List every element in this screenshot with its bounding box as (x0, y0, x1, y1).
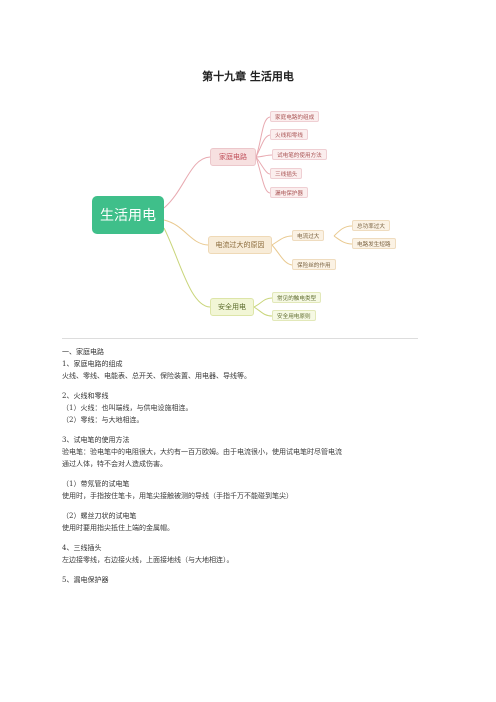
mind-map: 生活用电 家庭电路 家庭电路的组成 火线和零线 试电笔的使用方法 三线插头 漏电… (0, 0, 496, 340)
subsection-heading: 3、试电笔的使用方法 (62, 436, 130, 444)
subsection-heading: 5、漏电保护器 (62, 576, 109, 584)
leaf-safety-rules: 安全用电原则 (272, 310, 316, 321)
divider (62, 338, 418, 339)
mind-map-connectors (163, 116, 353, 317)
paragraph: （2）零线：与大地相连。 (62, 416, 144, 424)
leaf-short-circuit: 电路发生短路 (352, 238, 396, 249)
paragraph: 火线、零线、电能表、总开关、保险装置、用电器、导线等。 (62, 372, 251, 380)
section-heading: 一、家庭电路 (62, 348, 104, 356)
leaf-leakage-protector: 漏电保护器 (270, 187, 308, 198)
leaf-three-pin-plug: 三线插头 (270, 168, 303, 179)
subsection-heading: （1）带氖管的试电笔 (62, 480, 130, 488)
page-title: 第十九章 生活用电 (202, 70, 294, 83)
branch-home-circuit: 家庭电路 (210, 148, 256, 166)
subsection-heading: 4、三线插头 (62, 544, 102, 552)
leaf-fuse-role: 保险丝的作用 (292, 259, 336, 270)
leaf-live-neutral: 火线和零线 (270, 129, 308, 140)
subsection-heading: 1、家庭电路的组成 (62, 360, 123, 368)
leaf-test-pen: 试电笔的使用方法 (272, 149, 327, 160)
branch-overcurrent: 电流过大的原因 (208, 236, 272, 254)
paragraph: 通过人体，特不会对人造成伤害。 (62, 460, 167, 468)
paragraph: 使用时，手指按住笔卡，用笔尖接触被测的导线（手指千万不能碰到笔尖） (62, 492, 293, 500)
branch-safe-electricity: 安全用电 (210, 298, 254, 316)
paragraph: 验电笔：验电笔中的电阻很大，大约有一百万欧姆。由于电流很小，使用试电笔时尽管电流 (62, 448, 342, 456)
paragraph: 左边接零线，右边接火线，上面接地线（与大地相连）。 (62, 556, 234, 564)
subsection-heading: （2）螺丝刀状的试电笔 (62, 512, 137, 520)
mind-map-root: 生活用电 (92, 196, 164, 234)
document-body: 一、家庭电路 1、家庭电路的组成 火线、零线、电能表、总开关、保险装置、用电器、… (62, 346, 442, 586)
subsection-heading: 2、火线和零线 (62, 392, 109, 400)
leaf-shock-types: 常见的触电类型 (272, 292, 322, 303)
paragraph: （1）火线：也叫端线，与供电设施相连。 (62, 404, 193, 412)
leaf-total-power: 总功率过大 (352, 220, 390, 231)
leaf-circuit-composition: 家庭电路的组成 (270, 111, 320, 122)
leaf-overcurrent: 电流过大 (292, 230, 325, 241)
paragraph: 使用时要用指尖抵住上端的金属帽。 (62, 524, 174, 532)
